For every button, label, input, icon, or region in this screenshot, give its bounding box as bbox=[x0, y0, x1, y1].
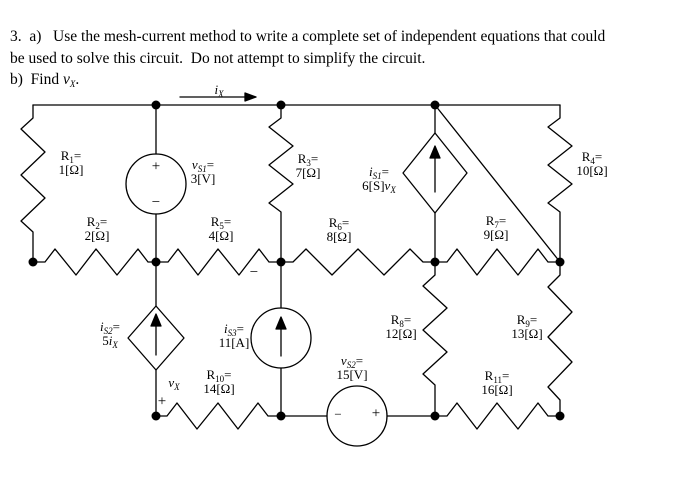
label-R3: R3=7[Ω] bbox=[295, 151, 321, 180]
label-iS1: iS1=6[S]vX bbox=[362, 164, 396, 195]
resistor-R1 bbox=[20, 104, 46, 263]
voltage-source-vS2 bbox=[326, 385, 388, 447]
label-ix: iX bbox=[214, 82, 224, 99]
voltage-source-vS1 bbox=[125, 104, 187, 263]
label-vS2: vS2=15[V] bbox=[336, 353, 368, 382]
current-arrow-ix bbox=[179, 92, 257, 102]
resistor-R10 bbox=[155, 402, 282, 430]
label-iS3: iS3=11[A] bbox=[218, 321, 250, 350]
label-vx: vX bbox=[168, 375, 180, 392]
resistor-R2 bbox=[32, 248, 157, 276]
label-R1: R1=1[Ω] bbox=[58, 148, 84, 177]
vx-plus-sign: + bbox=[157, 393, 167, 410]
label-R8: R8=12[Ω] bbox=[385, 312, 417, 341]
resistor-R11 bbox=[434, 402, 561, 430]
arrow-up-icon bbox=[429, 145, 441, 159]
dependent-current-source-iS2 bbox=[127, 261, 185, 417]
resistor-R8 bbox=[422, 261, 448, 417]
label-R9: R9=13[Ω] bbox=[511, 312, 543, 341]
vx-minus-sign: − bbox=[249, 264, 259, 281]
label-iS2: iS2=5iX bbox=[100, 319, 120, 350]
diagonal-wire bbox=[434, 104, 561, 263]
label-R5: R5=4[Ω] bbox=[208, 214, 234, 243]
resistor-R5 bbox=[155, 248, 282, 276]
node-dots bbox=[28, 100, 565, 421]
label-R10: R10=14[Ω] bbox=[203, 367, 235, 396]
dependent-current-source-iS1 bbox=[402, 104, 468, 263]
statement-line-1: 3. a) Use the mesh-current method to wri… bbox=[10, 28, 606, 45]
vS1-plus-sign: + bbox=[151, 158, 161, 175]
arrow-right-icon bbox=[244, 92, 257, 102]
problem-statement: 3. a) Use the mesh-current method to wri… bbox=[10, 26, 678, 91]
resistor-R3 bbox=[268, 104, 294, 263]
vS2-minus-sign: − bbox=[334, 406, 342, 422]
vS2-plus-sign: + bbox=[371, 405, 381, 422]
arrow-up-icon bbox=[275, 316, 287, 330]
resistor-R9 bbox=[547, 261, 573, 417]
label-R7: R7=9[Ω] bbox=[483, 213, 509, 242]
vS1-minus-sign: − bbox=[151, 194, 161, 211]
statement-line-2: be used to solve this circuit. Do not at… bbox=[10, 49, 426, 67]
resistor-R4 bbox=[547, 104, 573, 263]
arrow-up-icon bbox=[150, 313, 162, 327]
label-R2: R2=2[Ω] bbox=[84, 214, 110, 243]
label-R4: R4=10[Ω] bbox=[576, 149, 608, 178]
resistor-R6 bbox=[280, 248, 436, 276]
label-R6: R6=8[Ω] bbox=[326, 215, 352, 244]
label-vS1: vS1=3[V] bbox=[190, 157, 216, 186]
current-source-iS3 bbox=[250, 261, 312, 417]
statement-line-3: b) Find vX. bbox=[10, 71, 80, 89]
label-R11: R11=16[Ω] bbox=[481, 368, 513, 397]
resistor-R7 bbox=[434, 248, 561, 276]
